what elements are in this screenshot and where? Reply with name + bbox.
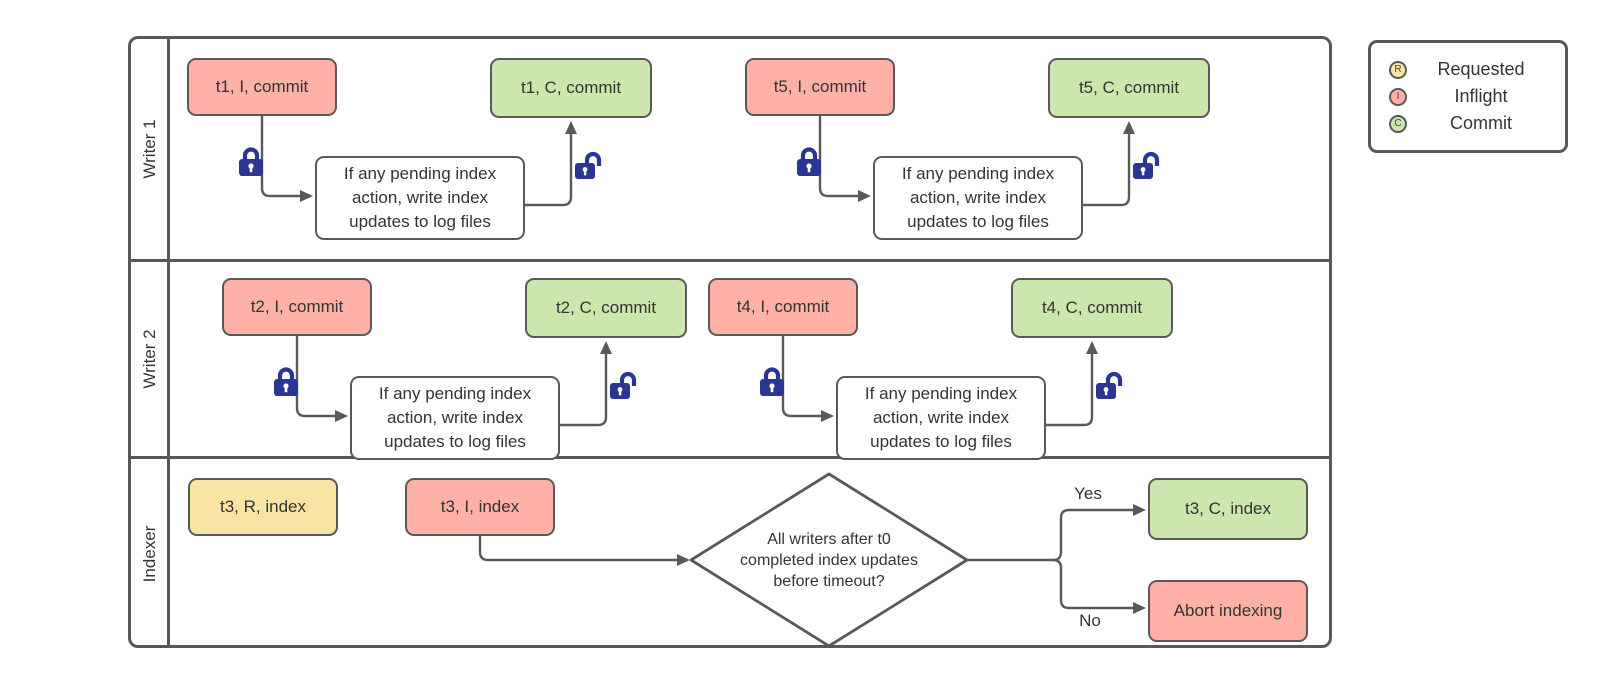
writer-group-t4: t4, I, commit If any pending index actio… bbox=[708, 256, 1188, 460]
lock-closed-icon bbox=[274, 366, 298, 396]
lane-label-writer-1: Writer 1 bbox=[140, 119, 159, 179]
process-box: If any pending index action, write index… bbox=[315, 156, 525, 240]
process-box: If any pending index action, write index… bbox=[873, 156, 1083, 240]
state-box-commit: t2, C, commit bbox=[525, 278, 687, 338]
lock-open-icon bbox=[610, 370, 640, 400]
state-box-commit: t1, C, commit bbox=[490, 58, 652, 118]
lane-label-indexer: Indexer bbox=[140, 525, 159, 582]
state-box-inflight: t4, I, commit bbox=[708, 278, 858, 336]
lane-label-cell: Writer 2 bbox=[131, 262, 170, 456]
writer-group-t5: t5, I, commit If any pending index actio… bbox=[745, 36, 1225, 240]
legend-label: Inflight bbox=[1454, 86, 1508, 106]
state-box-commit: t5, C, commit bbox=[1048, 58, 1210, 118]
commit-state-icon: C bbox=[1389, 114, 1407, 133]
legend-item-requested: R Requested bbox=[1389, 56, 1555, 83]
lane-label-cell: Indexer bbox=[131, 459, 170, 648]
legend-item-commit: C Commit bbox=[1389, 110, 1555, 137]
state-box-inflight: t1, I, commit bbox=[187, 58, 337, 116]
decision-text: All writers after t0 completed index upd… bbox=[740, 531, 918, 591]
legend: R Requested I Inflight C Commit bbox=[1368, 40, 1568, 153]
lane-label-cell: Writer 1 bbox=[131, 39, 170, 259]
inflight-state-icon: I bbox=[1389, 87, 1407, 106]
no-label: No bbox=[1079, 611, 1101, 630]
state-box-commit: t4, C, commit bbox=[1011, 278, 1173, 338]
yes-label: Yes bbox=[1074, 484, 1102, 503]
requested-state-icon: R bbox=[1389, 60, 1407, 79]
state-box-inflight: t3, I, index bbox=[405, 478, 555, 536]
lane-indexer: Indexer bbox=[131, 456, 1329, 651]
lock-open-icon bbox=[575, 150, 605, 180]
lock-open-icon bbox=[1133, 150, 1163, 180]
legend-item-inflight: I Inflight bbox=[1389, 83, 1555, 110]
state-box-abort: Abort indexing bbox=[1148, 580, 1308, 642]
writer-group-t1: t1, I, commit If any pending index actio… bbox=[187, 36, 667, 240]
lane-writer-1: Writer 1 bbox=[131, 39, 1329, 259]
lock-closed-icon bbox=[760, 366, 784, 396]
process-box: If any pending index action, write index… bbox=[350, 376, 560, 460]
state-box-commit: t3, C, index bbox=[1148, 478, 1308, 540]
lock-open-icon bbox=[1096, 370, 1126, 400]
process-box: If any pending index action, write index… bbox=[836, 376, 1046, 460]
lane-writer-2: Writer 2 bbox=[131, 259, 1329, 456]
lane-label-writer-2: Writer 2 bbox=[140, 329, 159, 389]
legend-label: Requested bbox=[1437, 59, 1525, 79]
state-box-inflight: t2, I, commit bbox=[222, 278, 372, 336]
writer-group-t2: t2, I, commit If any pending index actio… bbox=[222, 256, 702, 460]
state-box-inflight: t5, I, commit bbox=[745, 58, 895, 116]
lock-closed-icon bbox=[239, 146, 263, 176]
legend-label: Commit bbox=[1450, 113, 1512, 133]
indexer-flow: t3, R, index t3, I, index All writers af… bbox=[167, 453, 1332, 649]
state-box-requested: t3, R, index bbox=[188, 478, 338, 536]
lock-closed-icon bbox=[797, 146, 821, 176]
